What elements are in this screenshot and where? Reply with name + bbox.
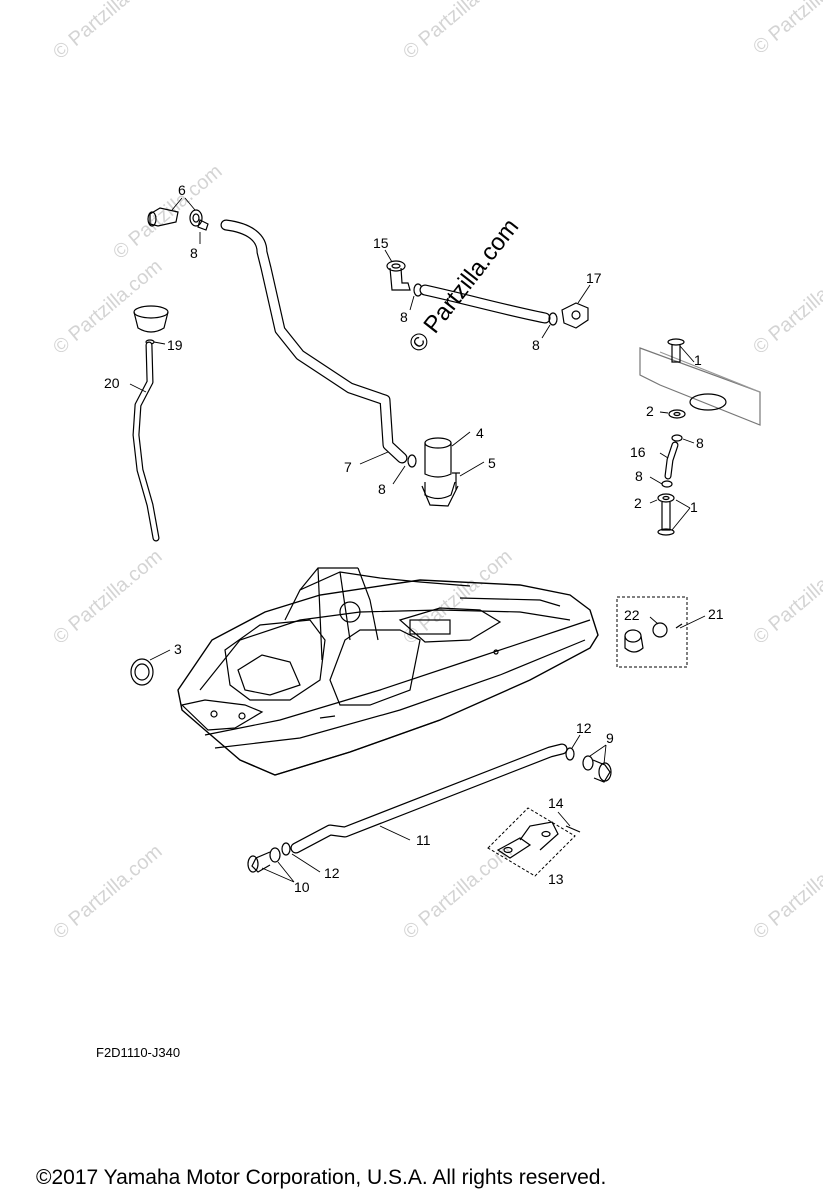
part-5-screw (452, 472, 460, 490)
callout-10: 10 (294, 879, 310, 895)
watermark: © Partzilla.com (399, 0, 516, 64)
part-10-drain-plug (247, 847, 281, 873)
copyright-notice: ©2017 Yamaha Motor Corporation, U.S.A. A… (36, 1166, 607, 1189)
watermark: © Partzilla.com (749, 0, 823, 59)
watermark: © Partzilla.com (49, 0, 166, 64)
part-6-fitting (147, 207, 209, 231)
callout-2: 2 (646, 403, 654, 419)
part-21-22-box (616, 596, 688, 668)
pipe-11 (290, 743, 568, 854)
part-3-cap (130, 658, 154, 686)
part-12-clamp-left (281, 842, 291, 856)
watermark: © Partzilla.com (399, 840, 516, 943)
part-15-fitting (386, 260, 423, 297)
part-4-filter (407, 437, 459, 507)
callout-4: 4 (476, 425, 484, 441)
callout-5: 5 (488, 455, 496, 471)
callout-8: 8 (696, 435, 704, 451)
leader-lines (129, 197, 706, 883)
callout-12: 12 (324, 865, 340, 881)
watermark: © Partzilla.com (109, 160, 226, 263)
callout-11: 11 (416, 832, 431, 848)
hose-7 (220, 219, 408, 464)
callout-8: 8 (400, 309, 408, 325)
callout-3: 3 (174, 641, 182, 657)
callout-8: 8 (635, 468, 643, 484)
watermark: © Partzilla.com (49, 840, 166, 943)
hose-20 (132, 341, 160, 542)
callout-12: 12 (576, 720, 592, 736)
callout-9: 9 (606, 730, 614, 746)
part-2-washer-top (668, 409, 686, 419)
callout-13: 13 (548, 871, 564, 887)
part-1-bottom-fitting (657, 480, 675, 536)
callout-17: 17 (586, 270, 602, 286)
part-17-valve (548, 302, 589, 329)
boat-hull (177, 567, 599, 776)
callout-22: 22 (624, 607, 640, 623)
watermark: © Partzilla.com (399, 545, 516, 648)
part-12-clamp-right (565, 747, 575, 761)
watermark: © Partzilla.com (749, 840, 823, 943)
part-16-hose (664, 434, 683, 480)
callout-8: 8 (532, 337, 540, 353)
callouts: 6 8 15 8 17 8 19 20 4 7 5 8 1 2 8 16 8 2… (104, 182, 724, 895)
callout-16: 16 (630, 444, 646, 460)
callout-8: 8 (378, 481, 386, 497)
callout-14: 14 (548, 795, 564, 811)
callout-1: 1 (690, 499, 698, 515)
hose-between-15-17 (419, 284, 551, 324)
callout-2: 2 (634, 495, 642, 511)
part-1-top-fitting (667, 338, 685, 363)
part-13-14-assembly (487, 807, 581, 877)
callout-7: 7 (344, 459, 352, 475)
callout-20: 20 (104, 375, 120, 391)
callout-1: 1 (694, 352, 702, 368)
diagram-reference-code: F2D1110-J340 (96, 1045, 181, 1060)
callout-15: 15 (373, 235, 389, 251)
part-2-washer-bottom (657, 493, 675, 503)
part-9-drain-plug (582, 755, 612, 783)
callout-6: 6 (178, 182, 186, 198)
callout-8: 8 (190, 245, 198, 261)
callout-21: 21 (708, 606, 724, 622)
watermark: © Partzilla.com (49, 545, 166, 648)
deck-panel (639, 347, 761, 426)
watermark: © Partzilla.com (749, 255, 823, 358)
callout-19: 19 (167, 337, 183, 353)
watermark-main: © Partzilla.com (403, 214, 524, 358)
watermark: © Partzilla.com (749, 545, 823, 648)
part-19-filler-cup (133, 305, 169, 345)
